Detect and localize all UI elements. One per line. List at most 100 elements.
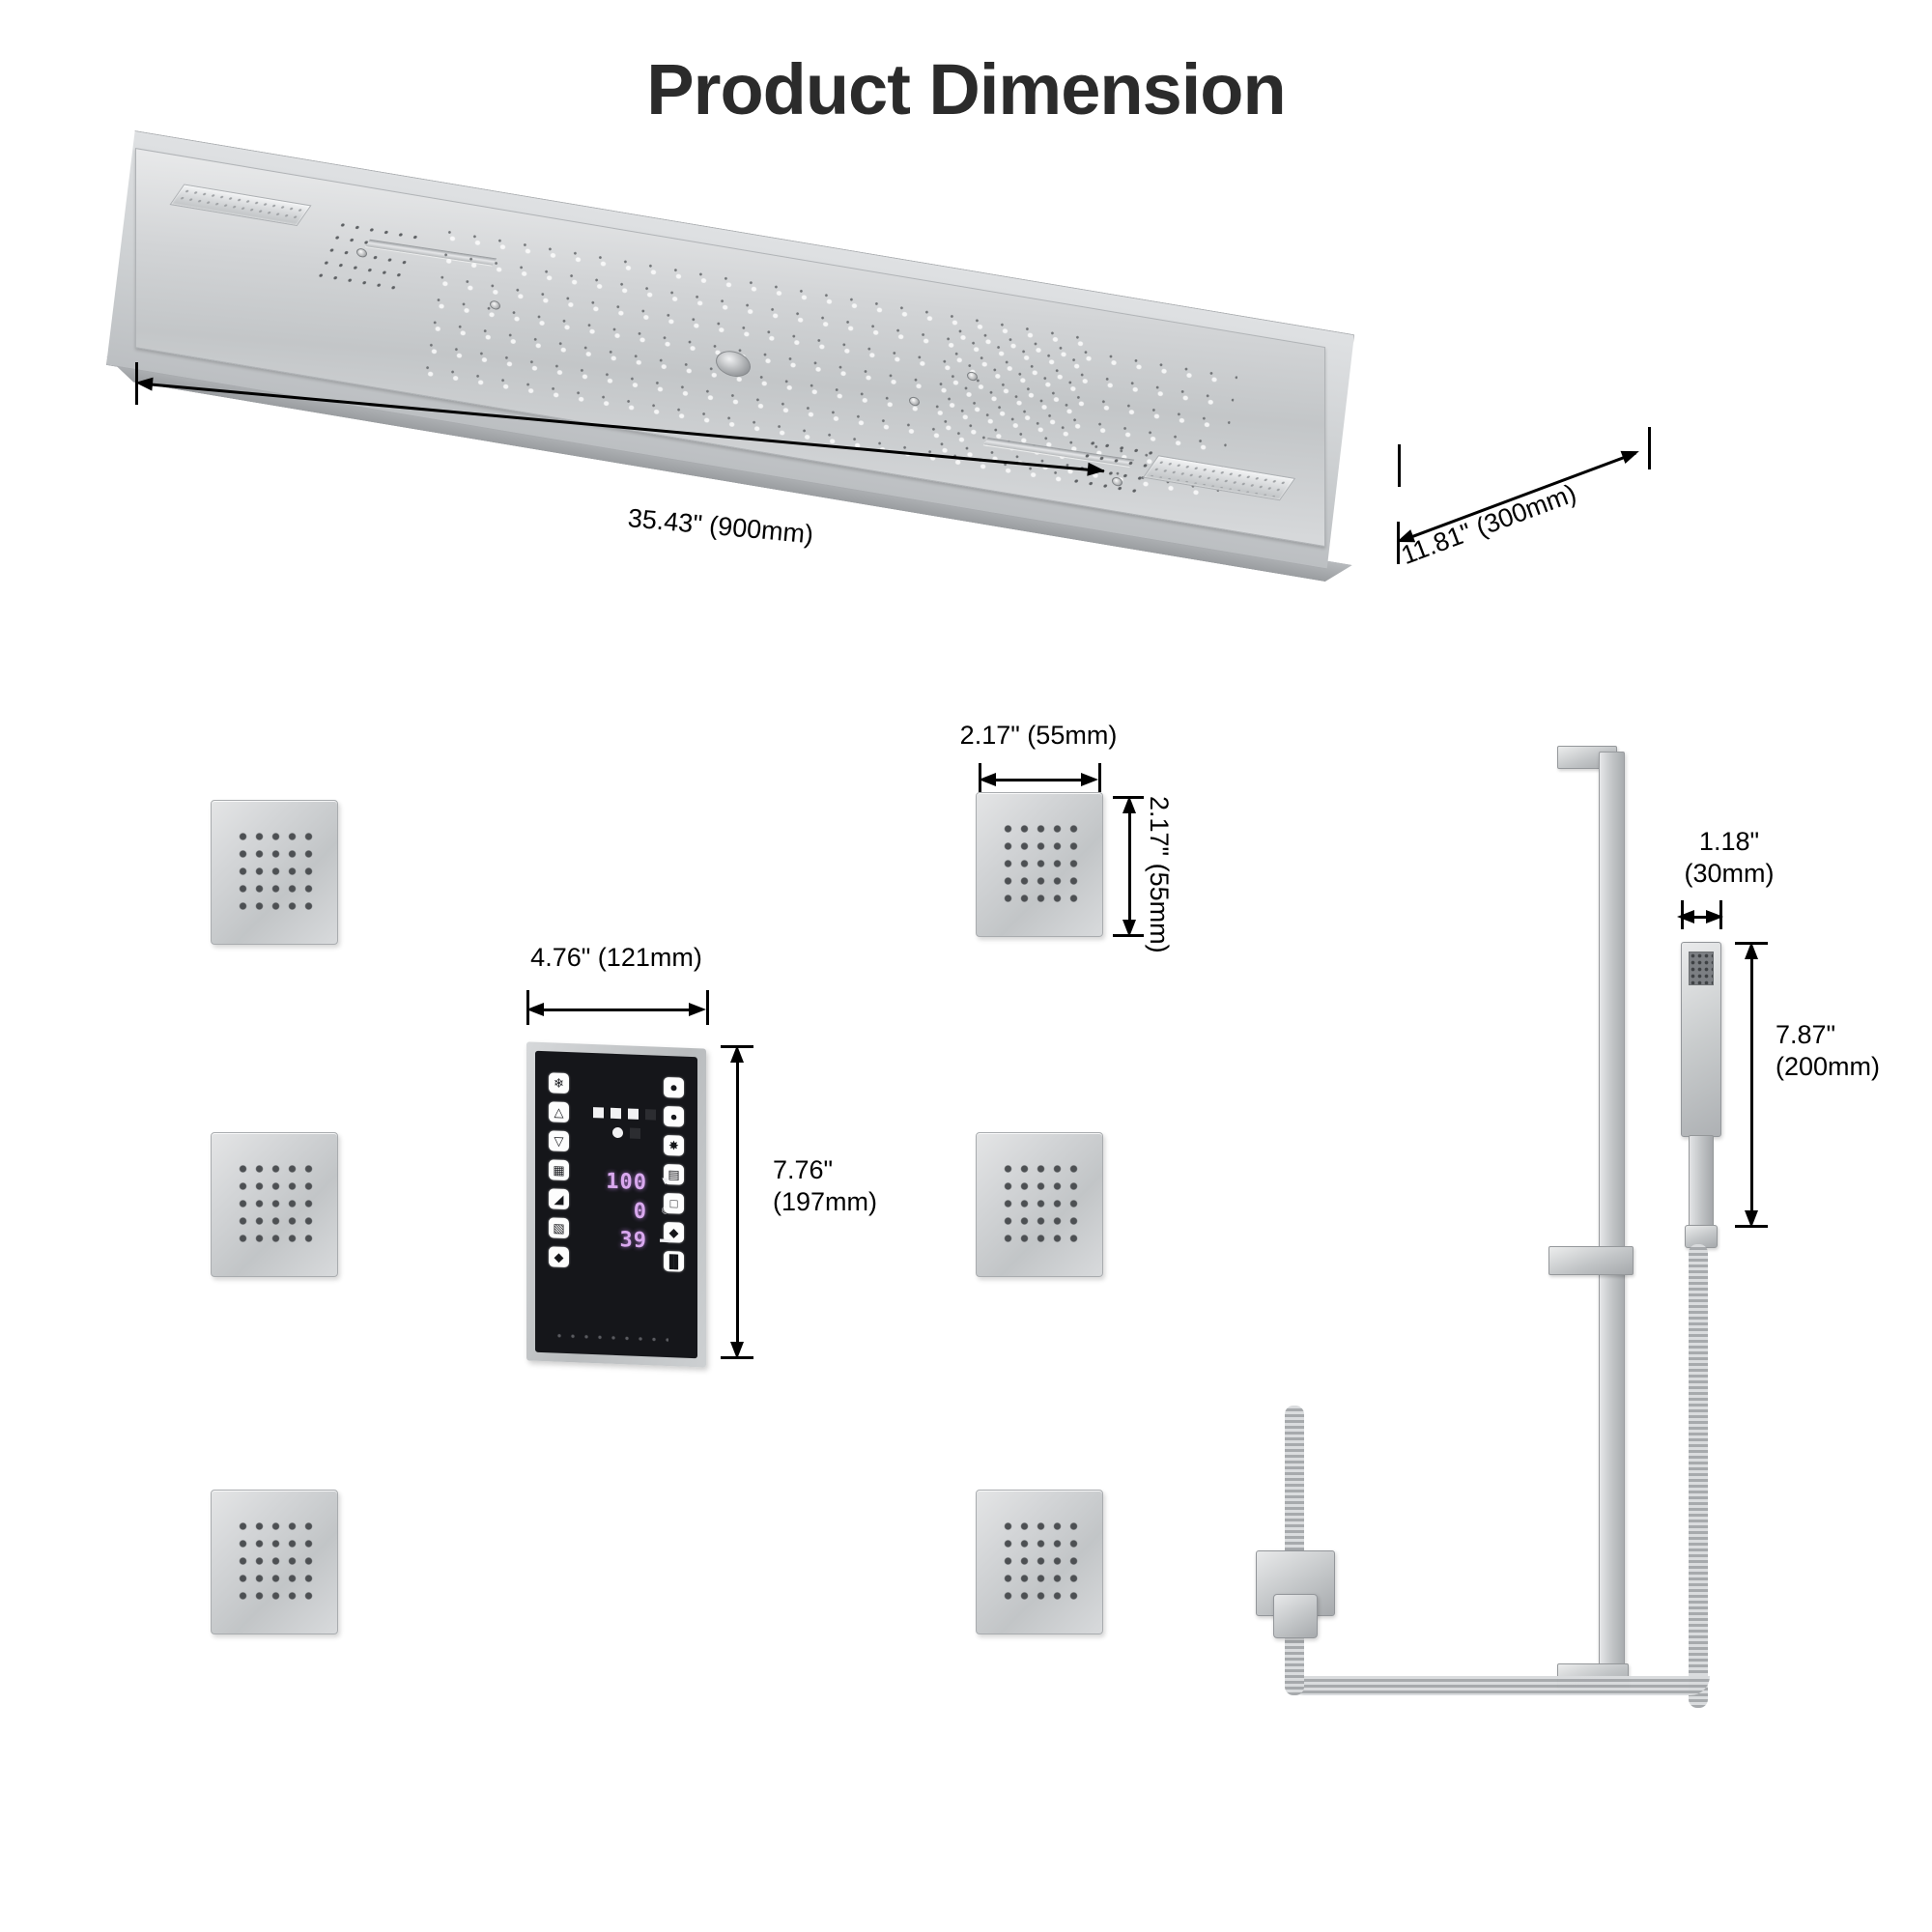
hand-shower-width-label: 1.18" (30mm) xyxy=(1671,826,1787,890)
control-panel-width-dimension-group xyxy=(526,1003,706,1016)
jet-height-line xyxy=(1128,806,1131,927)
control-panel-height-tick-top xyxy=(721,1045,753,1048)
status-icon-row-2 xyxy=(612,1126,640,1139)
slider-dot-row[interactable] xyxy=(553,1333,668,1343)
display-value-bottom: 39 xyxy=(619,1228,648,1254)
slide-bar-holder xyxy=(1548,1246,1634,1275)
shower-hose-vertical xyxy=(1689,1244,1708,1708)
body-jet-right-bottom xyxy=(976,1490,1103,1634)
jet-height-arrow-down xyxy=(1122,920,1136,937)
mode-v-icon[interactable]: ▽ xyxy=(549,1130,569,1152)
ceiling-depth-label: 11.81" (300mm) xyxy=(1397,478,1580,571)
jet-height-tick-top xyxy=(1113,796,1144,799)
led-control-panel[interactable]: ❄ △ ▽ ▦ ◢ ▧ ◆ ⏺ ● ✸ ▤ □ ◆ ▐▌ xyxy=(526,1041,706,1368)
hand-shower-handle xyxy=(1689,1135,1714,1229)
gear-icon xyxy=(612,1126,623,1139)
jet-height-dimension-group xyxy=(1122,796,1136,937)
led-waterfall-strip-left xyxy=(169,184,312,227)
cup-icon xyxy=(593,1107,604,1119)
hand-shower-height-arrow-up xyxy=(1745,942,1758,959)
hand-shower-height-label: 7.87" (200mm) xyxy=(1776,1019,1880,1083)
hand-shower-head xyxy=(1681,942,1721,1137)
hand-shower-width-arrow-left xyxy=(1677,910,1694,923)
depth-extension-tick xyxy=(1397,522,1400,564)
display-value-top: 100 xyxy=(606,1169,647,1196)
control-panel-width-arrow-right xyxy=(689,1003,706,1016)
control-panel-height-label-line2: (197mm) xyxy=(773,1186,878,1216)
power-icon[interactable]: ⏺ xyxy=(664,1076,684,1098)
moon-icon: ☾ xyxy=(661,1205,670,1218)
jet-width-tick-right xyxy=(1098,763,1101,792)
pause-icon[interactable]: ▐▌ xyxy=(664,1250,684,1272)
home-icon[interactable]: ◆ xyxy=(549,1246,569,1268)
control-panel-height-tick-bottom xyxy=(721,1356,753,1359)
funnel-dim-icon xyxy=(645,1109,656,1121)
hand-shower-width-label-line1: 1.18" xyxy=(1698,827,1760,856)
hand-shower-width-arrow-right xyxy=(1706,910,1723,923)
hand-shower-width-tick-left xyxy=(1681,900,1684,929)
led-dot-texture xyxy=(174,186,307,223)
window-icon[interactable]: ▦ xyxy=(549,1159,569,1181)
panel-face xyxy=(135,148,1325,548)
ceiling-panel-body xyxy=(106,126,1352,624)
mist-nozzle-cluster-left xyxy=(310,217,428,296)
mode-a-icon[interactable]: △ xyxy=(549,1101,569,1123)
status-icon-row-1 xyxy=(593,1107,656,1121)
control-panel-screen: ❄ △ ▽ ▦ ◢ ▧ ◆ ⏺ ● ✸ ▤ □ ◆ ▐▌ xyxy=(535,1050,697,1359)
list-icon[interactable]: ▧ xyxy=(549,1217,569,1239)
jet-width-tick-left xyxy=(979,763,981,792)
body-jet-right-middle xyxy=(976,1132,1103,1277)
hand-shower-height-tick-bottom xyxy=(1735,1225,1768,1228)
bluetooth-icon[interactable]: ● xyxy=(664,1105,684,1127)
control-panel-left-column: ❄ △ ▽ ▦ ◢ ▧ ◆ xyxy=(549,1072,569,1268)
star-dim-icon xyxy=(630,1127,640,1139)
width-arrow-right xyxy=(1087,462,1106,478)
hand-shower-width-dimension-group xyxy=(1677,910,1723,923)
ceiling-shower-panel xyxy=(106,126,1352,415)
control-panel-width-line xyxy=(536,1009,696,1011)
body-jet-right-top xyxy=(976,792,1103,937)
hand-shower-height-label-line2: (200mm) xyxy=(1776,1051,1881,1081)
depth-arrow-right xyxy=(1620,444,1642,465)
control-panel-height-arrow-up xyxy=(730,1045,744,1063)
jet-width-label: 2.17" (55mm) xyxy=(959,721,1118,750)
tray-icon: ▬ xyxy=(660,1233,670,1246)
control-panel-width-tick-left xyxy=(526,990,529,1025)
jet-height-arrow-up xyxy=(1122,796,1136,813)
control-panel-height-line xyxy=(736,1055,739,1350)
control-panel-width-tick-right xyxy=(706,990,709,1025)
control-panel-height-dimension-group xyxy=(730,1045,744,1359)
diagonal-icon[interactable]: ◢ xyxy=(549,1188,569,1210)
hand-shower-width-tick-right xyxy=(1719,900,1722,929)
jet-width-arrow-right xyxy=(1081,773,1098,786)
jet-height-label: 2.17" (55mm) xyxy=(1144,796,1174,953)
shower-hose-curve xyxy=(1285,1676,1710,1695)
hand-shower-width-label-line2: (30mm) xyxy=(1684,858,1775,888)
control-panel-width-label: 4.76" (121mm) xyxy=(530,943,702,972)
flag-icon xyxy=(628,1108,639,1120)
width-extension-tick-left xyxy=(135,362,138,405)
jet-height-tick-bottom xyxy=(1113,934,1144,937)
jet-width-line xyxy=(988,779,1089,781)
hand-shower-height-arrow-down xyxy=(1745,1210,1758,1228)
body-jet-left-middle xyxy=(211,1132,338,1277)
hand-shower-height-tick-top xyxy=(1735,942,1768,945)
control-panel-width-arrow-left xyxy=(526,1003,544,1016)
control-panel-height-arrow-down xyxy=(730,1342,744,1359)
slide-bar xyxy=(1599,752,1625,1681)
depth-extension-tick-2 xyxy=(1648,427,1651,469)
flower-icon[interactable]: ✸ xyxy=(664,1134,684,1156)
cup-icon xyxy=(611,1107,621,1120)
hand-shower-height-line xyxy=(1750,952,1753,1218)
snowflake-icon[interactable]: ❄ xyxy=(549,1072,569,1094)
page-title: Product Dimension xyxy=(646,49,1286,129)
body-jet-left-top xyxy=(211,800,338,945)
jet-width-dimension-group xyxy=(979,773,1098,786)
wall-water-outlet-nozzle xyxy=(1273,1594,1318,1638)
jet-width-arrow-left xyxy=(979,773,996,786)
display-value-middle: 0 xyxy=(633,1199,647,1225)
control-panel-height-label-line1: 7.76" xyxy=(773,1155,834,1184)
body-jet-left-bottom xyxy=(211,1490,338,1634)
control-panel-height-label: 7.76" (197mm) xyxy=(773,1154,877,1218)
